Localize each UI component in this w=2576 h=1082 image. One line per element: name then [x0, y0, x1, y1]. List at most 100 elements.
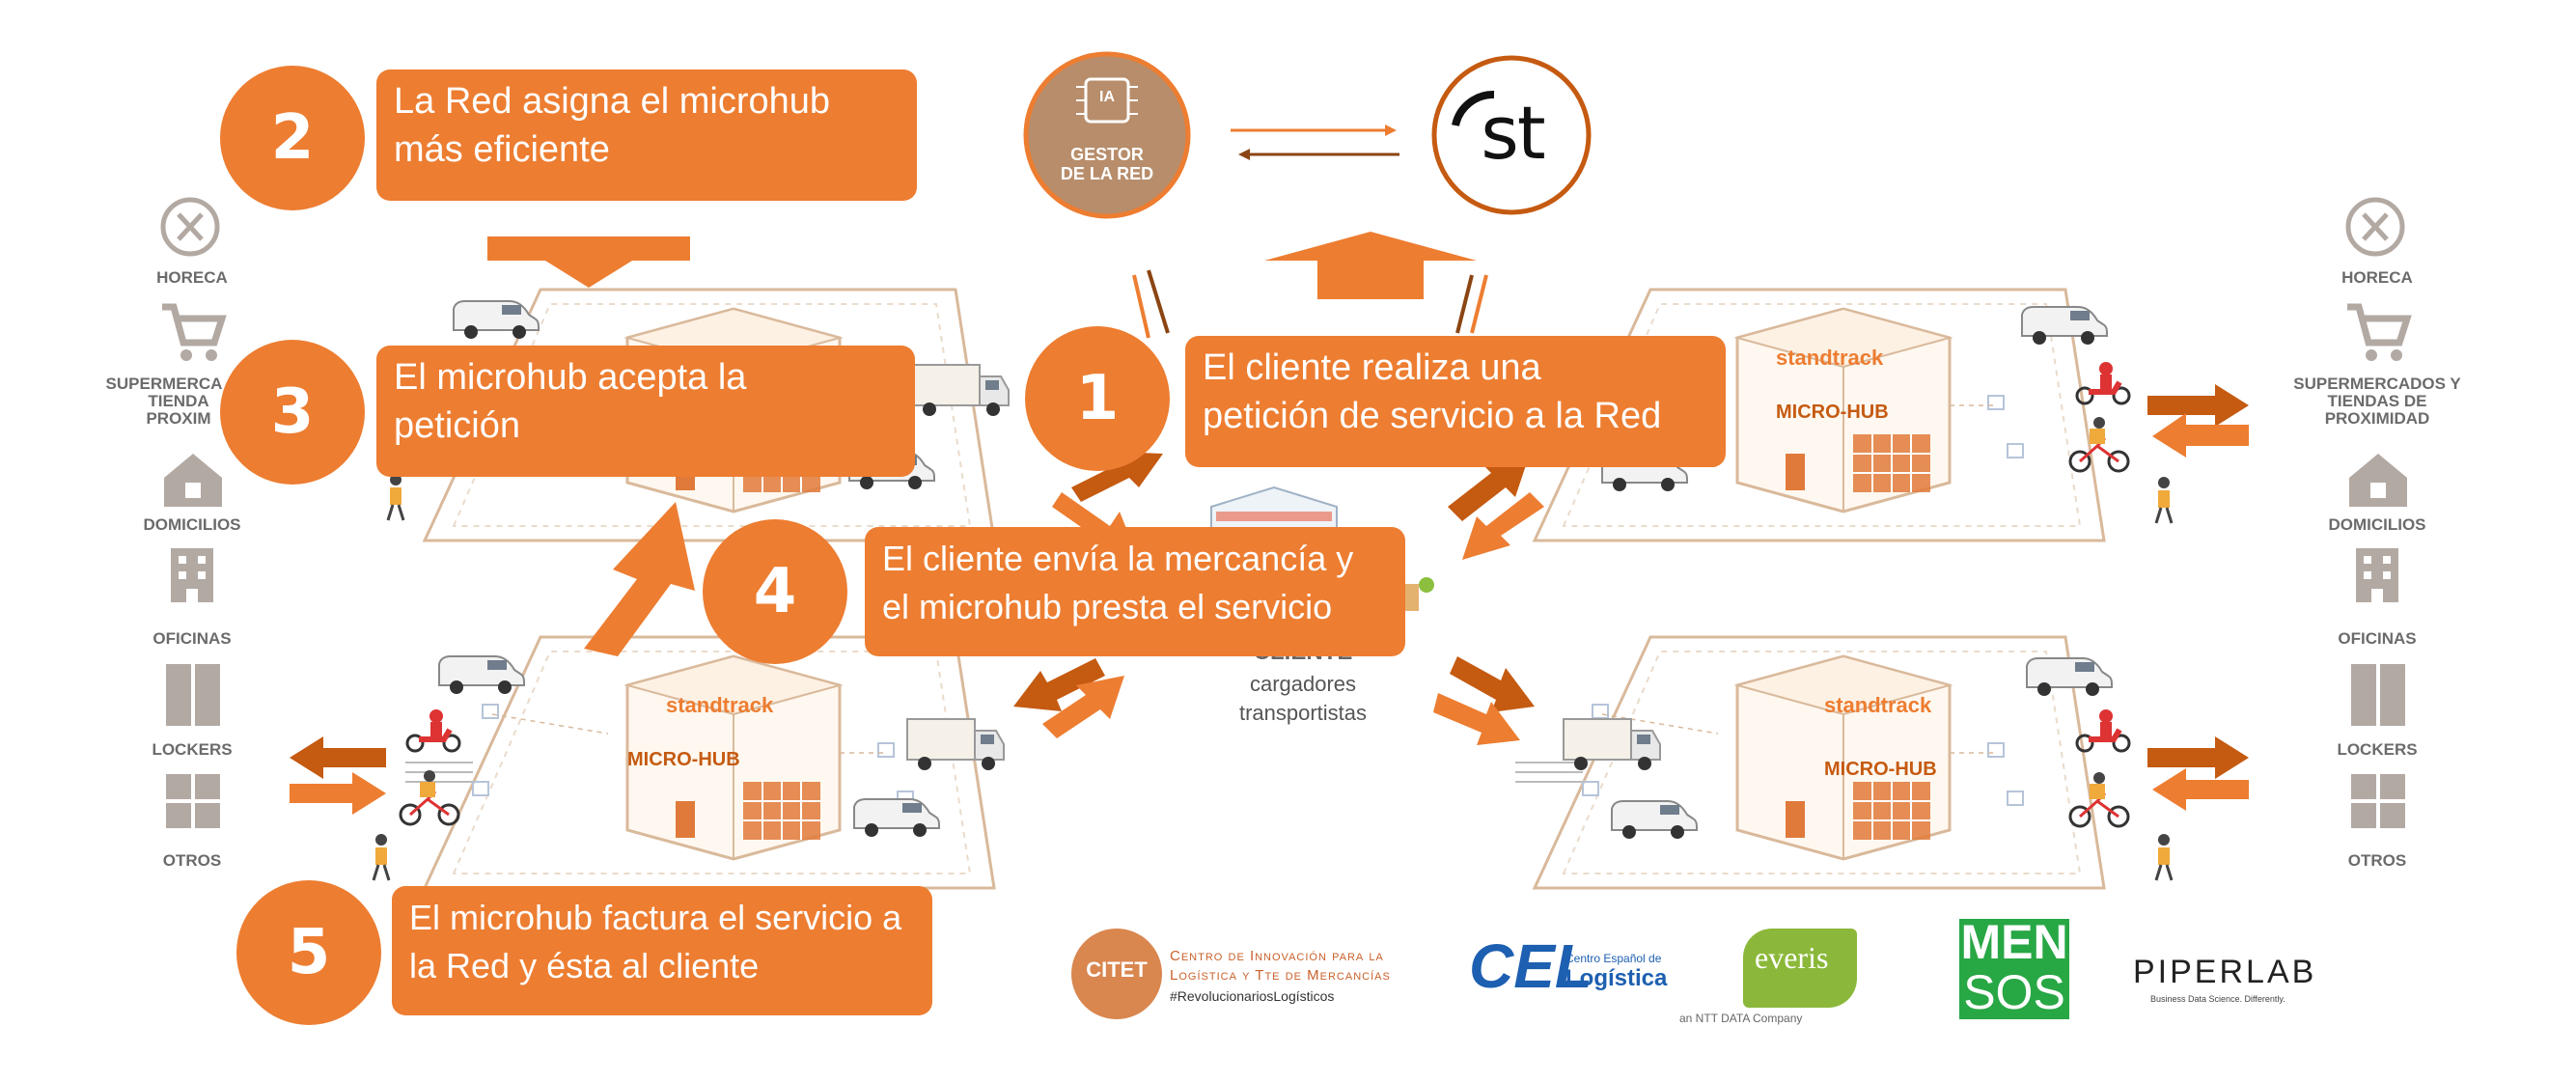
cel-small-text: Centro Español de	[1565, 952, 1662, 965]
hub-label-bottom-right: MICRO-HUB	[1824, 759, 1937, 780]
piperlab-sub: Business Data Science. Differently.	[2150, 994, 2285, 1004]
step-1-line-2: petición de servicio a la Red	[1203, 396, 1662, 436]
bike-rider-icon	[2068, 770, 2130, 828]
mensos-bottom: SOS	[1963, 965, 2065, 1019]
walker-icon	[2154, 475, 2174, 525]
arrow-left-icon	[2152, 413, 2249, 458]
step-3-box: El microhub acepta la petición	[376, 346, 915, 477]
van-icon	[2026, 657, 2113, 697]
right-domicilios-label: DOMICILIOS	[2328, 515, 2426, 534]
citet-logo-text: CITET	[1086, 957, 1148, 982]
microhub-bottom-right	[1513, 635, 2106, 890]
step-5-line-2: la Red y ésta al cliente	[409, 946, 760, 985]
arrow-up-diag-icon	[584, 502, 695, 656]
right-otros-label: OTROS	[2347, 851, 2407, 870]
left-office-icon	[171, 548, 213, 602]
left-domicilios-label: DOMICILIOS	[143, 515, 241, 534]
right-house-icon	[2349, 454, 2407, 507]
piperlab-logo-text: PIPERLAB	[2133, 954, 2317, 990]
gestor-red-icon	[1023, 51, 1191, 219]
right-lockers-label: LOCKERS	[2337, 740, 2418, 759]
van-icon	[438, 655, 525, 695]
hub-brand-bottom-left: standtrack	[666, 693, 774, 717]
client-line1: cargadores	[1249, 672, 1357, 696]
hub-brand-top-right: standtrack	[1776, 346, 1884, 370]
bike-rider-icon	[2068, 415, 2130, 473]
gestor-line2: DE LA RED	[1060, 164, 1154, 183]
hub-label-top-right: MICRO-HUB	[1776, 402, 1889, 423]
step-2-line-2: más eficiente	[394, 129, 610, 170]
right-oficinas-label: OFICINAS	[2338, 629, 2417, 648]
everis-logo-text: everis	[1755, 940, 1829, 975]
walker-icon	[386, 472, 405, 522]
step-3-line-1: El microhub acepta la	[394, 357, 747, 398]
citet-logo	[1071, 929, 1162, 1019]
step-3-line-2: petición	[394, 405, 520, 446]
arrow-to-gestor-icon	[1238, 149, 1399, 160]
right-super-label-1: SUPERMERCADOS Y	[2293, 375, 2461, 393]
cel-word: Logística	[1565, 965, 1668, 991]
van-icon	[1611, 800, 1698, 840]
left-lockers-label: LOCKERS	[152, 740, 233, 759]
truck-icon	[911, 364, 1010, 417]
arrow-down-icon	[487, 236, 690, 288]
left-otros-label: OTROS	[162, 851, 222, 870]
step-1-number: 1	[1025, 326, 1170, 471]
step-5-box: El microhub factura el servicio a la Red…	[392, 886, 932, 1015]
arrow-diag-icon	[1462, 492, 1544, 560]
arrow-diag-icon	[1071, 452, 1163, 502]
step-4-box: El cliente envía la mercancía y el micro…	[865, 527, 1405, 656]
van-icon	[853, 798, 940, 838]
step-4-number: 4	[703, 519, 847, 664]
walker-icon	[372, 832, 391, 882]
hub-label-bottom-left: MICRO-HUB	[627, 749, 740, 770]
arrow-diag-icon	[1450, 656, 1535, 712]
step-3-number: 3	[220, 340, 365, 485]
everis-sub: an NTT DATA Company	[1679, 1012, 1803, 1025]
right-locker-icon	[2351, 664, 2405, 726]
step-2-box: La Red asigna el microhub más eficiente	[376, 69, 917, 201]
everis-logo	[1743, 929, 1857, 1008]
client-line2: transportistas	[1238, 701, 1368, 725]
van-icon	[2021, 306, 2108, 346]
step-5-number: 5	[236, 880, 381, 1025]
moto-rider-icon	[2077, 709, 2129, 751]
moto-rider-icon	[407, 709, 459, 751]
moto-rider-icon	[2077, 362, 2129, 403]
step-1-line-1: El cliente realiza una	[1203, 347, 1541, 388]
arrow-up-icon	[1264, 232, 1477, 299]
citet-line2: Logística y Tte de Mercancías	[1170, 967, 1391, 984]
right-cart-icon	[2347, 303, 2412, 361]
right-super-label-2: TIENDAS DE	[2327, 392, 2427, 410]
right-super-label-3: PROXIMIDAD	[2324, 409, 2430, 428]
step-4-line-2: el microhub presta el servicio	[882, 587, 1333, 626]
hub-brand-bottom-right: standtrack	[1824, 693, 1932, 717]
left-super-label-2: TIENDA	[148, 392, 209, 410]
cel-logo-text: CEL	[1469, 931, 1593, 1001]
left-horeca-icon	[160, 197, 220, 257]
step-2-line-1: La Red asigna el microhub	[394, 81, 831, 122]
citet-tag: #RevolucionariosLogísticos	[1170, 988, 1335, 1004]
left-otros-icon	[166, 774, 220, 828]
arrow-diag-icon	[1448, 454, 1530, 521]
citet-line1: Centro de Innovación para la	[1170, 948, 1384, 964]
step-2-number: 2	[220, 66, 365, 210]
bike-rider-icon	[399, 768, 460, 826]
gestor-line1: GESTOR	[1070, 145, 1144, 164]
mensos-logo	[1959, 919, 2069, 1019]
standtrack-logo	[1431, 55, 1592, 215]
arrow-diag-icon	[1433, 693, 1520, 745]
right-otros-icon	[2351, 774, 2405, 828]
left-super-label-3: PROXIM	[146, 409, 211, 428]
st-logo-text: st	[1481, 90, 1545, 176]
left-horeca-label: HORECA	[156, 268, 228, 287]
arrow-right-icon	[2147, 736, 2249, 779]
right-horeca-label: HORECA	[2341, 268, 2413, 287]
left-oficinas-label: OFICINAS	[152, 629, 232, 648]
right-horeca-icon	[2345, 197, 2405, 257]
left-cart-icon	[162, 303, 227, 361]
arrow-right-icon	[2147, 384, 2249, 427]
arrow-left-icon	[2152, 768, 2249, 811]
arrow-diag-icon	[1042, 676, 1124, 738]
mensos-top: MEN	[1960, 915, 2068, 969]
